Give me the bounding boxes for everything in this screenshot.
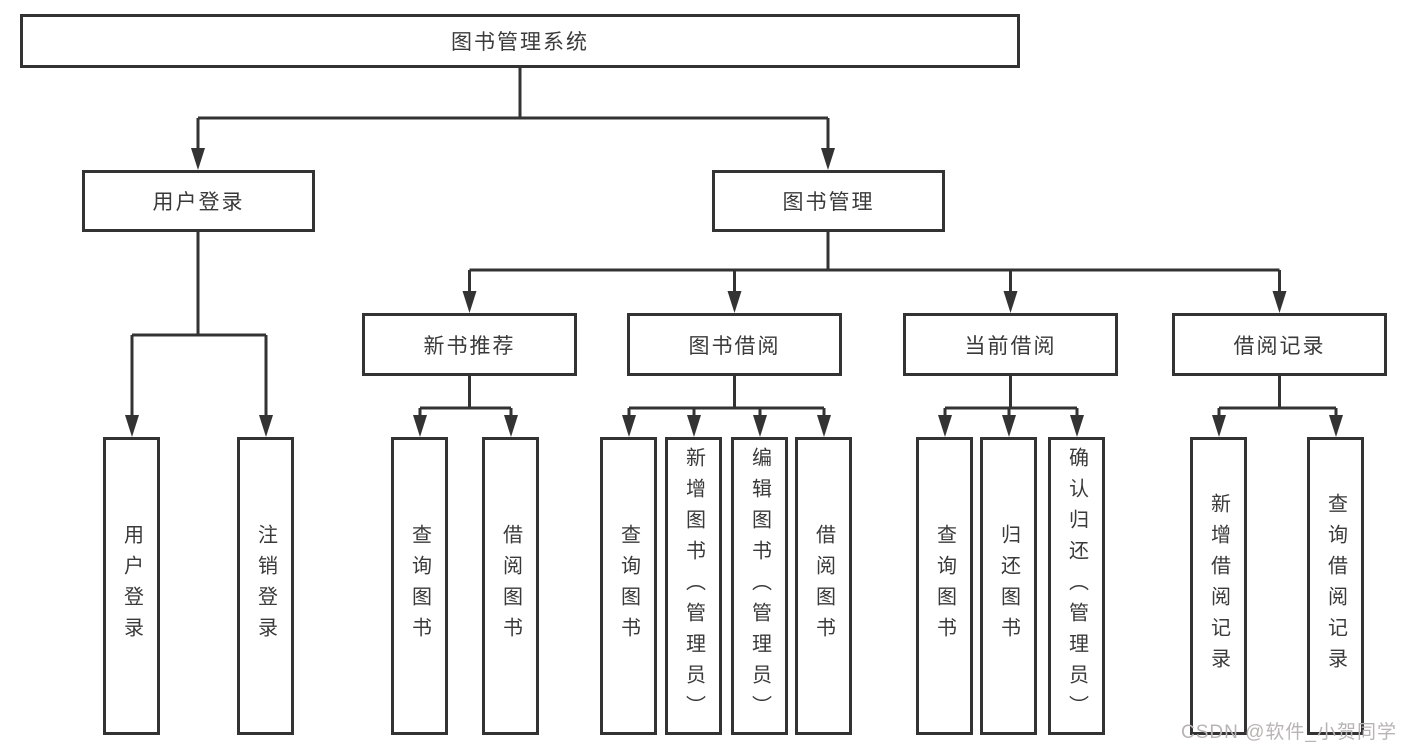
node-root: 图书管理系统: [20, 14, 1020, 68]
leaf-query-books-current: 查询图书: [916, 437, 973, 735]
node-borrow-records: 借阅记录: [1172, 313, 1387, 376]
leaf-label: 查询图书: [408, 524, 431, 648]
leaf-borrow-books-borrow: 借阅图书: [795, 437, 852, 735]
node-book-management: 图书管理: [712, 170, 945, 232]
arrow-leaf-query-books-1: [413, 415, 427, 437]
leaf-label: 新增图书（管理员）: [682, 446, 705, 726]
arrow-book-borrow-node: [727, 291, 742, 313]
arrow-book-management-node: [821, 148, 835, 170]
connector-book-borrow: [627, 376, 826, 420]
arrow-leaf-query-record: [1329, 415, 1343, 437]
connector-root-trunk: [196, 68, 830, 152]
leaf-query-borrow-record: 查询借阅记录: [1307, 437, 1364, 735]
arrowheads: [125, 148, 1343, 437]
leaf-label: 编辑图书（管理员）: [748, 446, 771, 726]
leaf-query-books-borrow: 查询图书: [600, 437, 657, 735]
node-new-book-recommend: 新书推荐: [362, 313, 577, 376]
leaf-label: 查询借阅记录: [1324, 493, 1347, 679]
leaf-edit-book-admin: 编辑图书（管理员）: [731, 437, 788, 735]
connector-new-book-recommend: [418, 376, 513, 420]
arrow-leaf-borrow-books-2: [817, 415, 831, 437]
arrow-leaf-edit-book: [753, 415, 767, 437]
connector-user-login: [130, 232, 268, 420]
leaf-label: 确认归还（管理员）: [1065, 446, 1088, 726]
leaf-logout: 注销登录: [237, 437, 294, 735]
leaf-label: 查询图书: [617, 524, 640, 648]
arrow-borrow-records-node: [1272, 291, 1287, 313]
leaf-label: 归还图书: [997, 524, 1020, 648]
arrow-current-borrow-node: [1003, 291, 1018, 313]
arrow-leaf-return-book: [1002, 415, 1016, 437]
arrow-leaf-query-books-2: [622, 415, 636, 437]
leaf-add-book-admin: 新增图书（管理员）: [665, 437, 722, 735]
leaf-query-books-recommend: 查询图书: [391, 437, 448, 735]
leaf-label: 用户登录: [120, 524, 143, 648]
node-current-borrow: 当前借阅: [903, 313, 1118, 376]
arrow-leaf-borrow-books-1: [504, 415, 518, 437]
leaf-confirm-return-admin: 确认归还（管理员）: [1048, 437, 1105, 735]
arrow-user-login-node: [191, 148, 205, 170]
node-user-login: 用户登录: [82, 170, 315, 232]
leaf-label: 查询图书: [933, 524, 956, 648]
arrow-leaf-add-book: [687, 415, 701, 437]
connector-book-management: [468, 232, 1281, 296]
leaf-label: 新增借阅记录: [1207, 493, 1230, 679]
leaf-return-book: 归还图书: [980, 437, 1037, 735]
node-book-borrow: 图书借阅: [627, 313, 842, 376]
leaf-borrow-books-recommend: 借阅图书: [482, 437, 539, 735]
arrow-leaf-confirm-return: [1070, 415, 1084, 437]
connector-borrow-records: [1217, 376, 1338, 420]
arrow-leaf-logout: [259, 415, 273, 437]
leaf-label: 注销登录: [254, 524, 277, 648]
arrow-leaf-add-record: [1212, 415, 1226, 437]
leaf-add-borrow-record: 新增借阅记录: [1190, 437, 1247, 735]
connector-current-borrow: [943, 376, 1079, 420]
arrow-leaf-user-login: [125, 415, 139, 437]
leaf-label: 借阅图书: [812, 524, 835, 648]
arrow-new-book-recommend-node: [462, 291, 477, 313]
leaf-user-login: 用户登录: [103, 437, 160, 735]
watermark: CSDN @软件_小贺同学: [1181, 722, 1397, 743]
arrow-leaf-query-books-3: [938, 415, 952, 437]
leaf-label: 借阅图书: [499, 524, 522, 648]
